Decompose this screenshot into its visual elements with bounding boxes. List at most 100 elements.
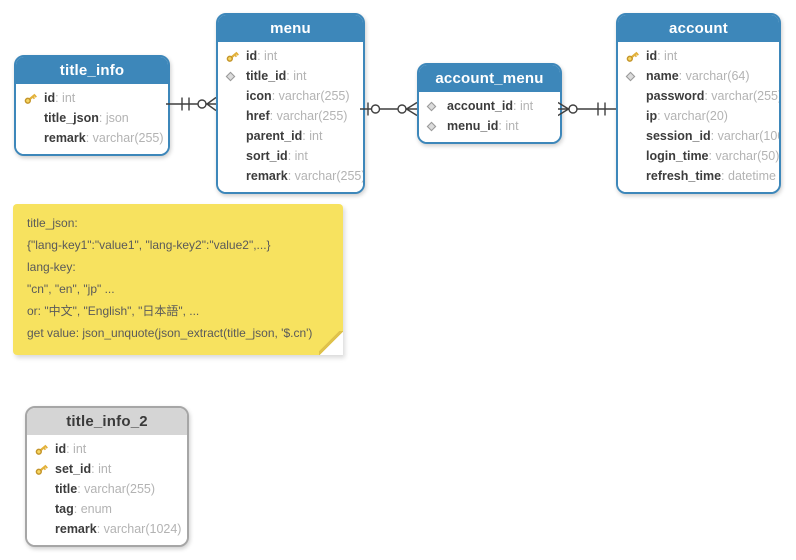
table-title-account[interactable]: account [618,15,779,42]
field-row-set_id[interactable]: set_id: int [27,459,187,479]
field-row-id[interactable]: id: int [618,46,779,66]
note-line: "cn", "en", "jp" ... [27,282,115,296]
field-row-menu_id[interactable]: menu_id: int [419,116,560,136]
field-row-session_id[interactable]: session_id: varchar(100) [618,126,779,146]
field-name: id [44,91,56,105]
field-row-icon[interactable]: icon: varchar(255) [218,86,363,106]
primary-key-icon [34,442,55,457]
foreign-key-diamond-icon [625,71,646,82]
field-row-title_id[interactable]: title_id: int [218,66,363,86]
field-type: : json [98,111,129,125]
field-name: ip [646,109,658,123]
field-name: title [55,482,78,496]
field-row-remark[interactable]: remark: varchar(255) [218,166,363,186]
field-name: id [646,49,658,63]
field-type: : varchar(255) [287,169,365,183]
sticky-note-text: title_json: {"lang-key1":"value1", "lang-… [13,204,343,344]
note-line: {"lang-key1":"value1", "lang-key2":"valu… [27,238,271,252]
field-type: : varchar(50) [708,149,780,163]
field-name: account_id [447,99,513,113]
field-type: : varchar(255) [77,482,156,496]
field-name: password [646,89,705,103]
field-type: : varchar(1024) [96,522,182,536]
note-folded-corner [319,331,343,355]
field-type: : varchar(64) [678,69,750,83]
table-title-account_menu[interactable]: account_menu [419,65,560,92]
field-row-password[interactable]: password: varchar(255) [618,86,779,106]
field-name: title_id [246,69,287,83]
field-row-id[interactable]: id: int [16,88,168,108]
field-name: remark [55,522,97,536]
table-title-title_info[interactable]: title_info [16,57,168,84]
note-line: or: "中文", "English", "日本語", ... [27,304,200,318]
field-row-account_id[interactable]: account_id: int [419,96,560,116]
field-row-refresh_time[interactable]: refresh_time: datetime [618,166,779,186]
field-name: title_json [44,111,99,125]
field-type: : datetime [721,169,776,183]
field-row-id[interactable]: id: int [218,46,363,66]
field-row-remark[interactable]: remark: varchar(255) [16,128,168,148]
sticky-note[interactable]: title_json: {"lang-key1":"value1", "lang-… [13,204,343,355]
field-name: tag [55,502,74,516]
note-line: lang-key: [27,260,76,274]
field-row-sort_id[interactable]: sort_id: int [218,146,363,166]
field-row-title[interactable]: title: varchar(255) [27,479,187,499]
field-type: : int [513,99,534,113]
field-name: name [646,69,679,83]
field-name: id [246,49,258,63]
field-row-title_json[interactable]: title_json: json [16,108,168,128]
connector-title_info-menu[interactable] [166,94,216,116]
field-type: : varchar(255) [85,131,164,145]
field-name: session_id [646,129,711,143]
field-type: : varchar(100) [710,129,781,143]
primary-key-icon [225,49,246,64]
field-row-login_time[interactable]: login_time: varchar(50) [618,146,779,166]
field-row-href[interactable]: href: varchar(255) [218,106,363,126]
field-name: menu_id [447,119,499,133]
table-title-title_info_2[interactable]: title_info_2 [27,408,187,435]
field-type: : int [257,49,278,63]
field-name: id [55,442,67,456]
field-row-id[interactable]: id: int [27,439,187,459]
field-type: : int [302,129,323,143]
connector-menu-account_menu[interactable] [360,99,417,121]
field-name: parent_id [246,129,303,143]
field-type: : enum [73,502,112,516]
field-type: : varchar(20) [657,109,728,123]
field-row-remark[interactable]: remark: varchar(1024) [27,519,187,539]
field-type: : varchar(255) [271,89,350,103]
field-type: : int [55,91,76,105]
field-type: : int [286,69,307,83]
field-type: : int [287,149,308,163]
note-line: get value: json_unquote(json_extract(tit… [27,326,313,340]
foreign-key-diamond-icon [225,71,246,82]
field-type: : varchar(255) [269,109,348,123]
foreign-key-diamond-icon [426,121,447,132]
field-row-ip[interactable]: ip: varchar(20) [618,106,779,126]
field-row-name[interactable]: name: varchar(64) [618,66,779,86]
note-line: title_json: [27,216,78,230]
field-name: remark [246,169,288,183]
field-name: href [246,109,270,123]
field-type: : int [498,119,519,133]
connector-account_menu-account[interactable] [558,99,616,121]
field-name: remark [44,131,86,145]
field-name: refresh_time [646,169,722,183]
field-row-parent_id[interactable]: parent_id: int [218,126,363,146]
table-title-menu[interactable]: menu [218,15,363,42]
primary-key-icon [34,462,55,477]
field-name: sort_id [246,149,288,163]
primary-key-icon [625,49,646,64]
field-row-tag[interactable]: tag: enum [27,499,187,519]
